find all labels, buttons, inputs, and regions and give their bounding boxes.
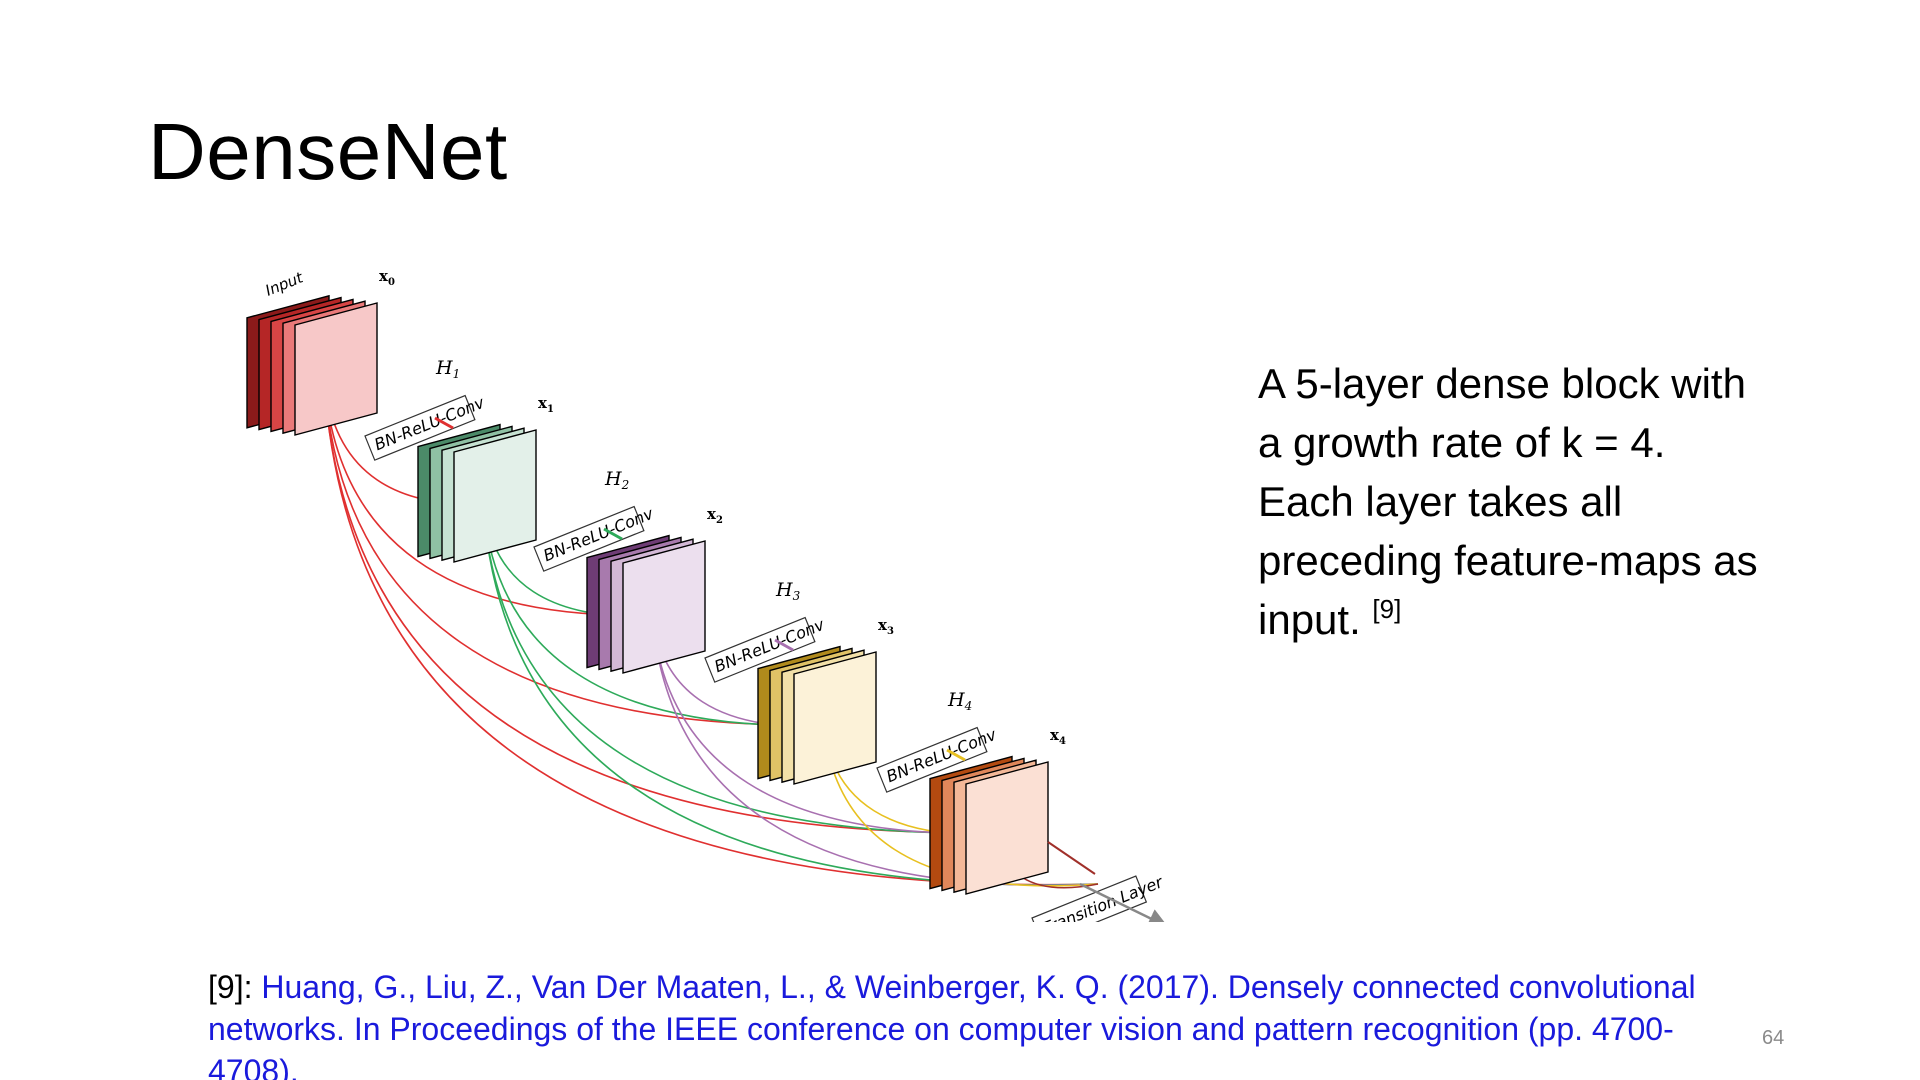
connection-line [322,357,1099,886]
layer-variable-label: x3 [878,616,894,637]
layer-variable-subscript: 3 [887,626,894,637]
page-number: 64 [1762,1027,1785,1049]
caption-line: preceding feature-maps as [1258,537,1758,584]
layer-function-subscript: 1 [453,367,461,381]
feature-map-plane [622,540,706,674]
bn-relu-conv-rect [704,616,816,683]
feature-map-plane [453,429,537,563]
bn-relu-conv-link [603,527,623,541]
layer-variable-subscript: 4 [1059,736,1066,747]
reference-tag: [9]: [208,969,253,1005]
transition-layer-rect [1031,875,1148,922]
caption-line-last: input. [9] [1258,590,1858,649]
reference-text[interactable]: Huang, G., Liu, Z., Van Der Maaten, L., … [208,969,1696,1080]
feature-map-plane [793,651,877,785]
layer-function-subscript: 3 [793,589,801,603]
layer-function-label: H3 [775,579,801,603]
caption-line: input. [1258,596,1361,643]
layer-variable-label: x1 [538,394,554,415]
bn-relu-conv-rect [364,394,476,461]
layer-variable-label: x2 [707,505,723,526]
connection-line [481,484,1023,834]
reference: [9]: Huang, G., Liu, Z., Van Der Maaten,… [208,966,1748,1080]
layer-function-subscript: 4 [964,699,973,713]
connection-line [322,357,1023,834]
feature-map-plane [294,302,378,436]
layer-variable-subscript: 1 [547,404,554,415]
caption-line: a growth rate of k = 4. [1258,419,1666,466]
layer-variable-label: x4 [1050,726,1066,747]
connection-line [322,357,851,726]
layer-function-label: H2 [604,468,629,492]
input-label: Input [263,268,307,300]
bn-relu-conv-link [946,748,966,762]
citation-marker: [9] [1372,594,1402,624]
layer-function-subscript: 2 [621,478,630,492]
layer-variable-subscript: 0 [388,277,395,288]
feature-map-layers [246,294,1049,895]
transition-layer-label: Transition Layer [1039,872,1166,922]
bn-relu-conv-link [774,638,794,652]
output-arrow [1079,882,1169,922]
layer-variable-subscript: 2 [716,515,723,526]
caption: A 5-layer dense block with a growth rate… [1258,354,1858,649]
layer-variable-label: x0 [379,267,395,288]
caption-line: Each layer takes all [1258,478,1623,525]
caption-line: A 5-layer dense block with [1258,360,1746,407]
bn-relu-conv-rect [876,726,988,793]
densenet-diagram: x0x1H1BN-ReLU-Convx2H2BN-ReLU-Convx3H3BN… [246,267,1169,922]
slide-title: DenseNet [148,107,508,196]
layer-function-label: H4 [947,689,972,713]
layer-function-label: H1 [435,357,460,381]
bn-relu-conv-rect [533,505,645,572]
feature-map-plane [965,761,1049,895]
transition-link [1047,841,1096,875]
bn-relu-conv-link [434,416,454,430]
